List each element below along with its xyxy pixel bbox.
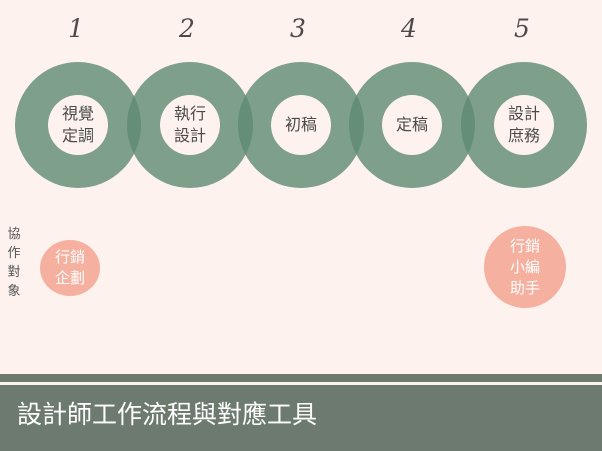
- step-label-1: 視覺 定調: [48, 95, 108, 155]
- bubble-left-line-2: 企劃: [54, 269, 85, 287]
- bubble-right-line-2: 小編: [509, 257, 540, 276]
- step-number-5: 5: [514, 14, 530, 43]
- step-label-5-line-1: 設計: [507, 104, 540, 123]
- collaborators-heading-char-3: 對: [7, 265, 21, 280]
- step-label-1-line-1: 視覺: [61, 104, 94, 123]
- step-number-2: 2: [179, 14, 195, 43]
- footer-band: [0, 374, 602, 451]
- step-label-5-line-2: 庶務: [507, 126, 540, 145]
- footer-divider: [0, 382, 602, 385]
- bubble-left-line-1: 行銷: [54, 248, 85, 266]
- collaborators-heading-char-2: 作: [7, 246, 21, 261]
- step-number-3: 3: [290, 14, 306, 43]
- collaborators-heading: 協 作 對 象: [6, 225, 22, 301]
- step-label-3-line-1: 初稿: [284, 115, 317, 134]
- collaborator-bubble-marketing-planning: 行銷 企劃: [40, 240, 100, 296]
- step-label-3: 初稿: [271, 95, 331, 155]
- step-number-4: 4: [401, 14, 417, 43]
- step-number-1: 1: [68, 14, 84, 43]
- collaborators-heading-char-4: 象: [7, 284, 21, 299]
- step-label-4-line-1: 定稿: [395, 115, 428, 134]
- step-label-5: 設計 庶務: [494, 95, 554, 155]
- step-label-2-line-2: 設計: [173, 126, 206, 145]
- step-label-2-line-1: 執行: [173, 104, 206, 123]
- bubble-right-line-1: 行銷: [509, 236, 540, 255]
- step-label-1-line-2: 定調: [61, 126, 94, 145]
- step-label-2: 執行 設計: [160, 95, 220, 155]
- step-label-4: 定稿: [382, 95, 442, 155]
- collaborator-bubble-marketing-editor: 行銷 小編 助手: [484, 226, 566, 308]
- collaborators-heading-char-1: 協: [7, 227, 21, 242]
- footer-title: 設計師工作流程與對應工具: [17, 400, 318, 429]
- bubble-right-line-3: 助手: [509, 278, 540, 297]
